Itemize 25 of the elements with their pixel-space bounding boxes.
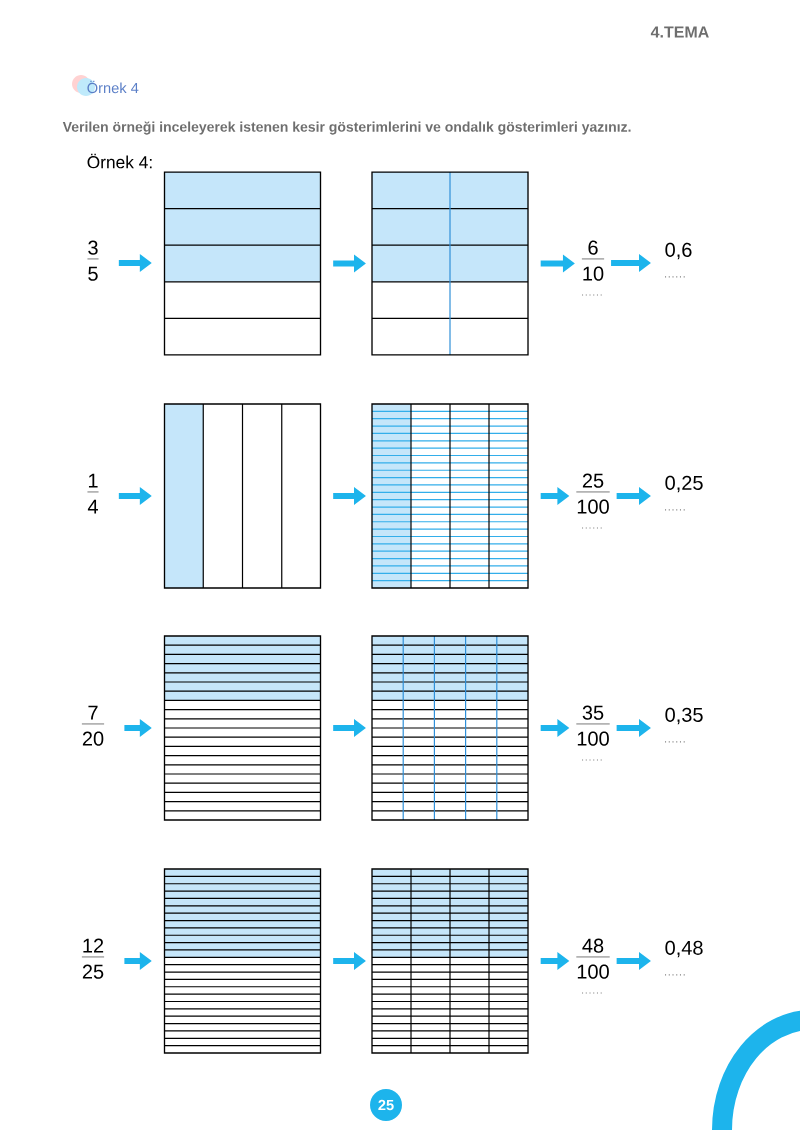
fraction: 3 5	[87, 240, 99, 281]
header-text: 4.TEMA	[650, 26, 709, 38]
fraction-grid	[163, 635, 322, 821]
fraction-grid	[163, 868, 322, 1054]
fraction: 48 100	[576, 938, 610, 979]
instruction-text: Verilen örneği inceleyerek istenen kesir gösterimlerini ve ondalık gösterimleri yazınız.	[62, 121, 631, 135]
fraction: 1 4	[87, 473, 99, 514]
example-label: Örnek 4:	[87, 153, 152, 169]
decimal-number: 0,48	[665, 940, 703, 958]
decimal-number: 0,35	[665, 707, 703, 725]
page-number: 25	[370, 1089, 402, 1121]
fraction: 12 25	[81, 938, 105, 979]
fraction-grid	[371, 171, 529, 356]
fraction: 25 100	[576, 473, 610, 514]
example-heading: Örnek 4	[87, 80, 139, 94]
decimal-number: 0,25	[665, 475, 703, 493]
fraction-grid	[371, 868, 529, 1054]
decimal-number: 0,6	[665, 242, 692, 260]
fraction-grid	[163, 403, 322, 589]
fraction: 6 10	[581, 240, 605, 281]
fraction: 35 100	[576, 705, 610, 746]
fraction-grid	[371, 635, 529, 821]
fraction: 7 20	[81, 705, 105, 746]
fraction-grid	[371, 403, 529, 589]
fraction-grid	[163, 171, 322, 356]
